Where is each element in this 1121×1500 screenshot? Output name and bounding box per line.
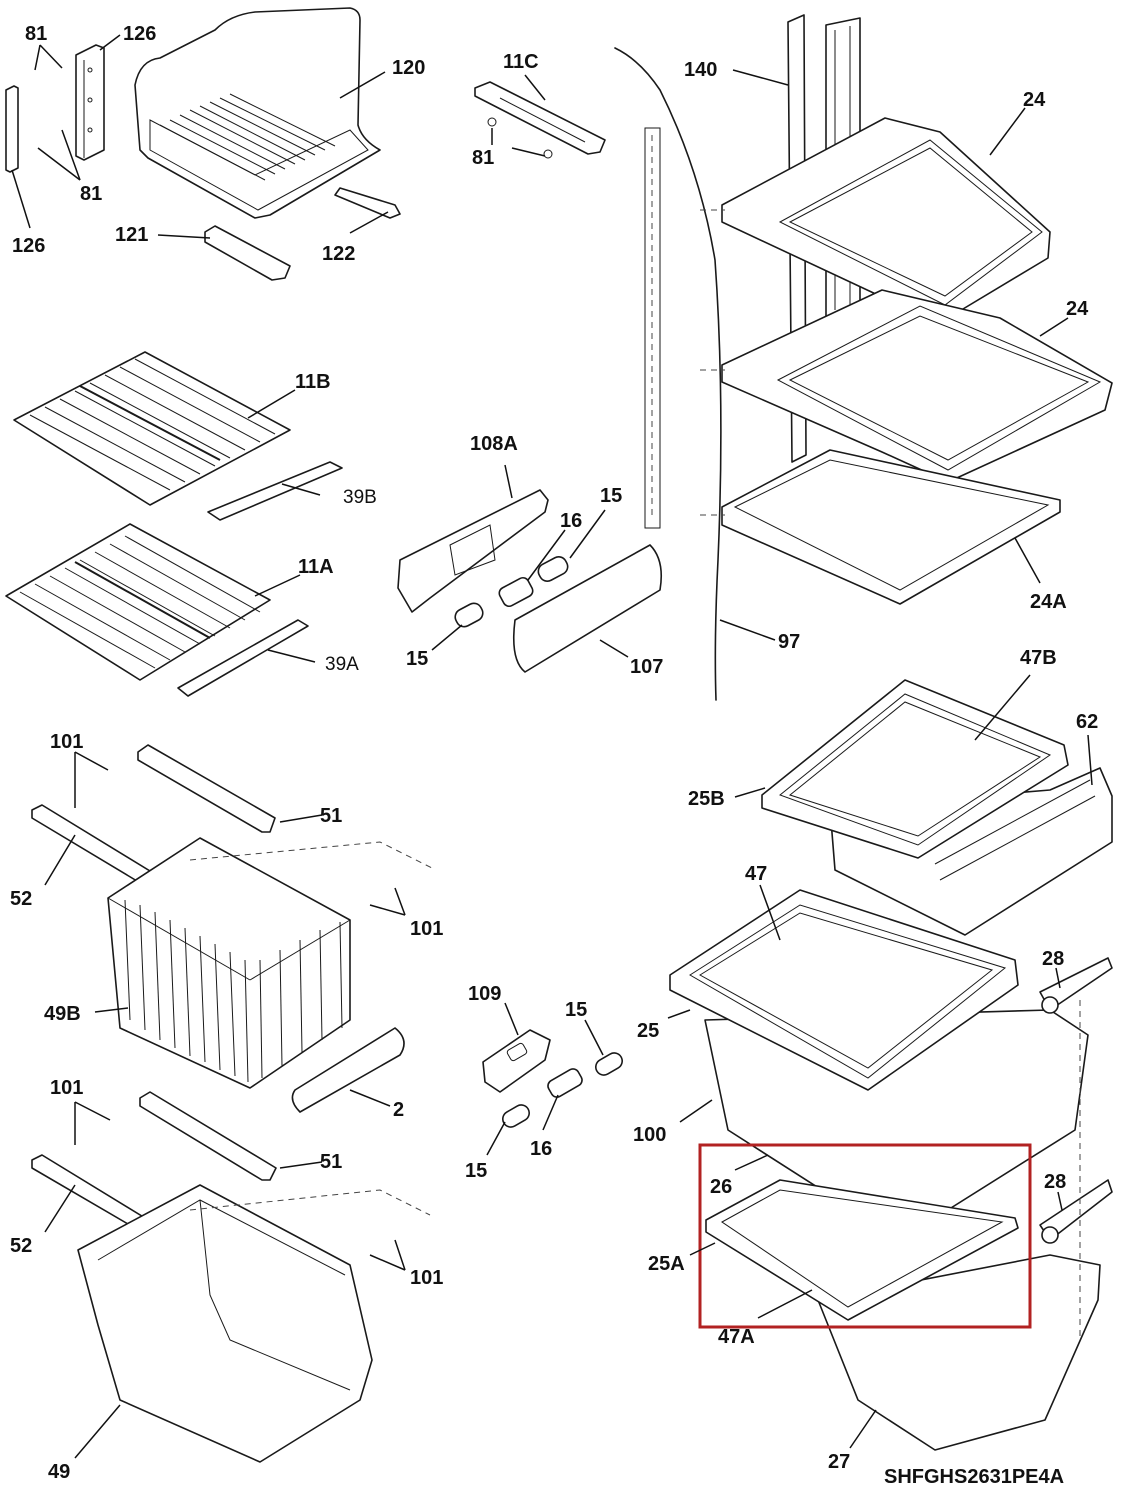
label-39a: 39A [325,654,359,675]
label-47b: 47B [1020,647,1057,669]
light-lens-107 [512,544,663,673]
socket-16 [498,576,534,608]
label-52-lower: 52 [10,1235,32,1257]
label-126-bottom: 126 [12,235,45,257]
label-81-mid: 81 [472,147,494,169]
label-100: 100 [633,1124,666,1146]
label-25b: 25B [688,788,725,810]
label-101-d: 101 [410,1267,443,1289]
wire-basket-49b [107,837,351,1089]
label-11b: 11B [295,371,331,393]
dashed-strip [644,127,661,529]
label-27: 27 [828,1451,850,1473]
label-39b: 39B [343,487,377,508]
label-16-lower: 16 [530,1138,552,1160]
label-126-top: 126 [123,23,156,45]
label-101-a: 101 [50,731,83,753]
label-81-top: 81 [25,23,47,45]
highlight-box [698,1143,1032,1329]
rail-51-lower [139,1091,277,1181]
label-24-mid: 24 [1066,298,1089,320]
cover-25b [761,679,1069,859]
shelf-24-middle [721,289,1113,483]
label-47a: 47A [718,1326,755,1348]
label-11a: 11A [298,556,334,578]
label-15-top-right: 15 [600,485,622,507]
label-16-top: 16 [560,510,582,532]
label-47: 47 [745,863,767,885]
trim-39b [207,461,343,521]
label-101-c: 101 [50,1077,83,1099]
bracket-28b [1039,1179,1113,1244]
bracket-126 [5,44,105,173]
rail-11c [474,81,606,159]
label-2: 2 [393,1099,404,1121]
light-housing-108a [397,489,549,613]
model-code: SHFGHS2631PE4A [884,1466,1064,1488]
light-housing-109 [482,1029,551,1093]
cover-25 [669,889,1019,1091]
label-109: 109 [468,983,501,1005]
rail-51-upper [137,744,276,833]
label-97: 97 [778,631,800,653]
label-51-lower: 51 [320,1151,342,1173]
dashed-guides [189,209,1081,1340]
bracket-121 [204,225,291,281]
label-49b: 49B [44,1003,81,1025]
label-51-upper: 51 [320,805,342,827]
label-108a: 108A [470,433,518,455]
label-25: 25 [637,1020,659,1042]
bulb-15 [454,556,569,628]
freezer-bin-49 [77,1184,373,1463]
leader-lines [11,34,1093,1459]
label-15-lower-left: 15 [465,1160,487,1182]
tube-97 [614,47,722,701]
label-62: 62 [1076,711,1098,733]
label-121: 121 [115,224,148,246]
bracket-28a [1039,957,1113,1014]
label-52-upper: 52 [10,888,32,910]
shelf-24a-bottom [721,449,1061,605]
label-25a: 25A [648,1253,685,1275]
label-107: 107 [630,656,663,678]
label-15-top-left: 15 [406,648,428,670]
wire-shelf-11b [13,351,291,506]
label-28-lower: 28 [1044,1171,1066,1193]
label-122: 122 [322,243,355,265]
label-140: 140 [684,59,717,81]
wire-shelf-11a [5,523,271,681]
label-49: 49 [48,1461,70,1483]
label-24-top: 24 [1023,89,1046,111]
label-24a: 24A [1030,591,1067,613]
label-11c: 11C [503,51,539,73]
shelf-bin-120 [134,7,401,219]
label-81-bottom: 81 [80,183,102,205]
label-28-upper: 28 [1042,948,1064,970]
trim-39a [177,619,309,697]
trim-2 [291,1027,405,1113]
socket-16-lower [547,1068,583,1098]
shelf-24-top [721,117,1051,319]
label-101-b: 101 [410,918,443,940]
label-26: 26 [710,1176,732,1198]
label-120: 120 [392,57,425,79]
cover-25a [705,1179,1019,1321]
label-15-lower-right: 15 [565,999,587,1021]
